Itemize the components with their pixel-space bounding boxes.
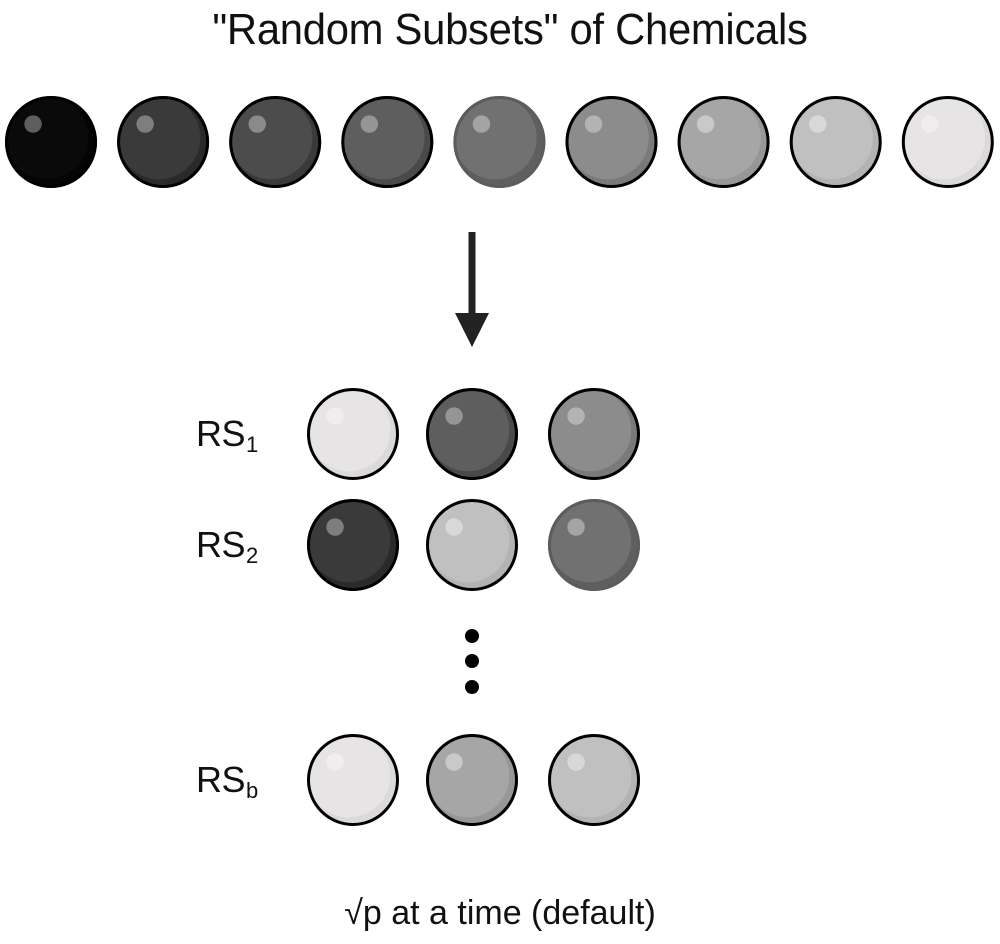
- diagram-title: "Random Subsets" of Chemicals: [212, 5, 808, 54]
- subset-sphere-c4: [426, 388, 518, 480]
- chemical-sphere-c6: [565, 96, 658, 188]
- subset-sphere-c9: [307, 388, 399, 480]
- chemical-sphere-c8: [789, 96, 882, 188]
- subset-row-rs2: [307, 499, 640, 591]
- subset-sphere-c9: [307, 734, 399, 826]
- chemical-pool-row: [5, 96, 994, 188]
- subset-label-subscript: 1: [246, 432, 258, 457]
- down-arrow-icon: [455, 232, 489, 347]
- subset-sphere-c8: [548, 734, 640, 826]
- vertical-ellipsis-icon: [465, 629, 479, 694]
- chemical-sphere-c2: [117, 96, 210, 188]
- subset-label-subscript: 2: [246, 543, 258, 568]
- subset-sphere-c2: [307, 499, 399, 591]
- subset-label-text: RS: [196, 759, 246, 800]
- chemical-sphere-c4: [341, 96, 434, 188]
- subset-sphere-c5: [548, 499, 640, 591]
- subset-label-rs2: RS2: [196, 525, 258, 576]
- subset-label-rs1: RS1: [196, 414, 258, 465]
- subset-sphere-c7: [426, 734, 518, 826]
- subset-label-text: RS: [196, 524, 246, 565]
- subset-label-rsb: RSb: [196, 760, 258, 811]
- subset-sphere-c6: [548, 388, 640, 480]
- chemical-sphere-c7: [677, 96, 770, 188]
- subset-label-text: RS: [196, 413, 246, 454]
- chemical-sphere-c1: [5, 96, 97, 188]
- random-subset-rows: [307, 388, 640, 826]
- chemical-sphere-c5: [453, 96, 546, 188]
- subset-row-rsb: [307, 734, 640, 826]
- subset-row-rs1: [307, 388, 640, 480]
- subset-sphere-c8: [426, 499, 518, 591]
- caption: √p at a time (default): [344, 894, 656, 932]
- subset-label-subscript: b: [246, 778, 258, 803]
- chemical-sphere-c3: [229, 96, 322, 188]
- chemical-sphere-c9: [901, 96, 994, 188]
